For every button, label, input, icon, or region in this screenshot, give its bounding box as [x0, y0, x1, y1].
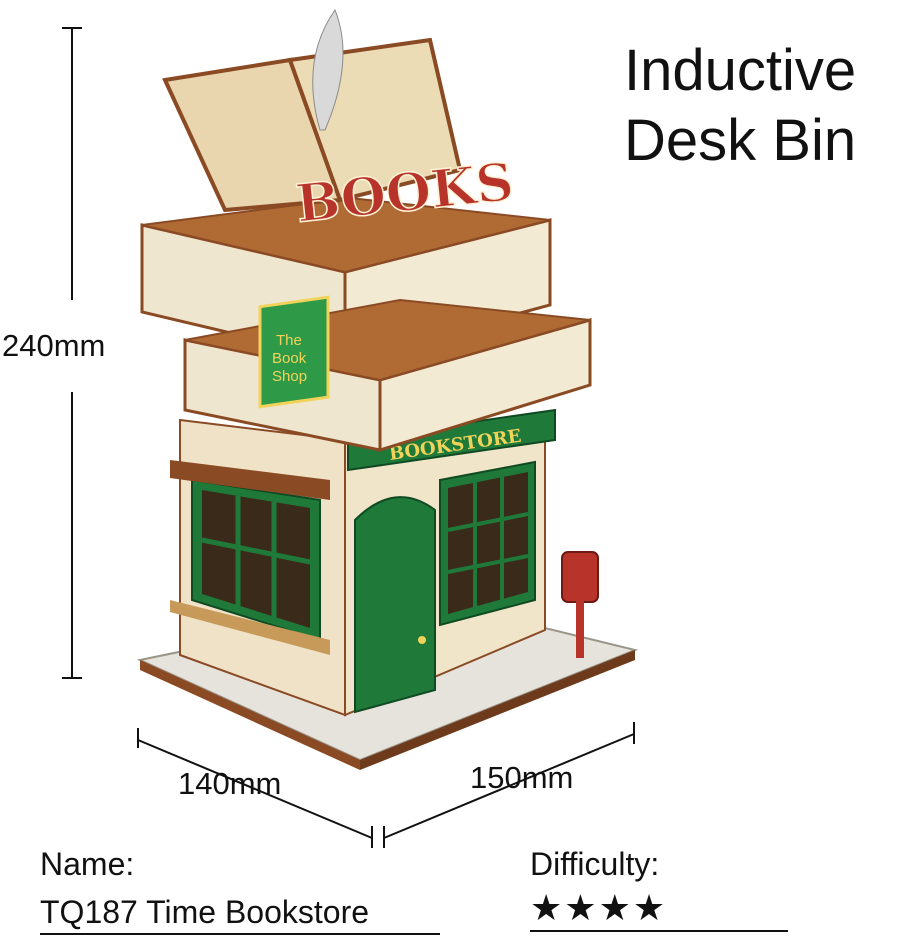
- shop-sign-line-2: Book: [272, 350, 307, 367]
- difficulty-rating: ★★★★: [530, 888, 788, 932]
- difficulty-label: Difficulty:: [530, 846, 660, 882]
- difficulty-star-icon: ★: [564, 888, 597, 929]
- depth-dimension: 150mm: [470, 760, 574, 795]
- shop-sign-line-3: Shop: [272, 368, 307, 385]
- product-title: Inductive Desk Bin: [624, 36, 894, 176]
- title-line-1: Inductive: [624, 38, 857, 103]
- width-dimension: 140mm: [178, 766, 282, 801]
- height-dimension: 240mm: [2, 328, 106, 363]
- difficulty-star-icon: ★: [530, 888, 563, 929]
- bookstore-model-image: BOOKSTORE The Book Shop BOOKS: [136, 8, 639, 770]
- shop-sign-line-1: The: [276, 332, 302, 349]
- product-name: TQ187 Time Bookstore: [40, 894, 440, 935]
- name-label: Name:: [40, 846, 135, 882]
- difficulty-star-icon: ★: [632, 888, 666, 929]
- difficulty-star-icon: ★: [598, 888, 631, 929]
- title-line-2: Desk Bin: [624, 108, 857, 173]
